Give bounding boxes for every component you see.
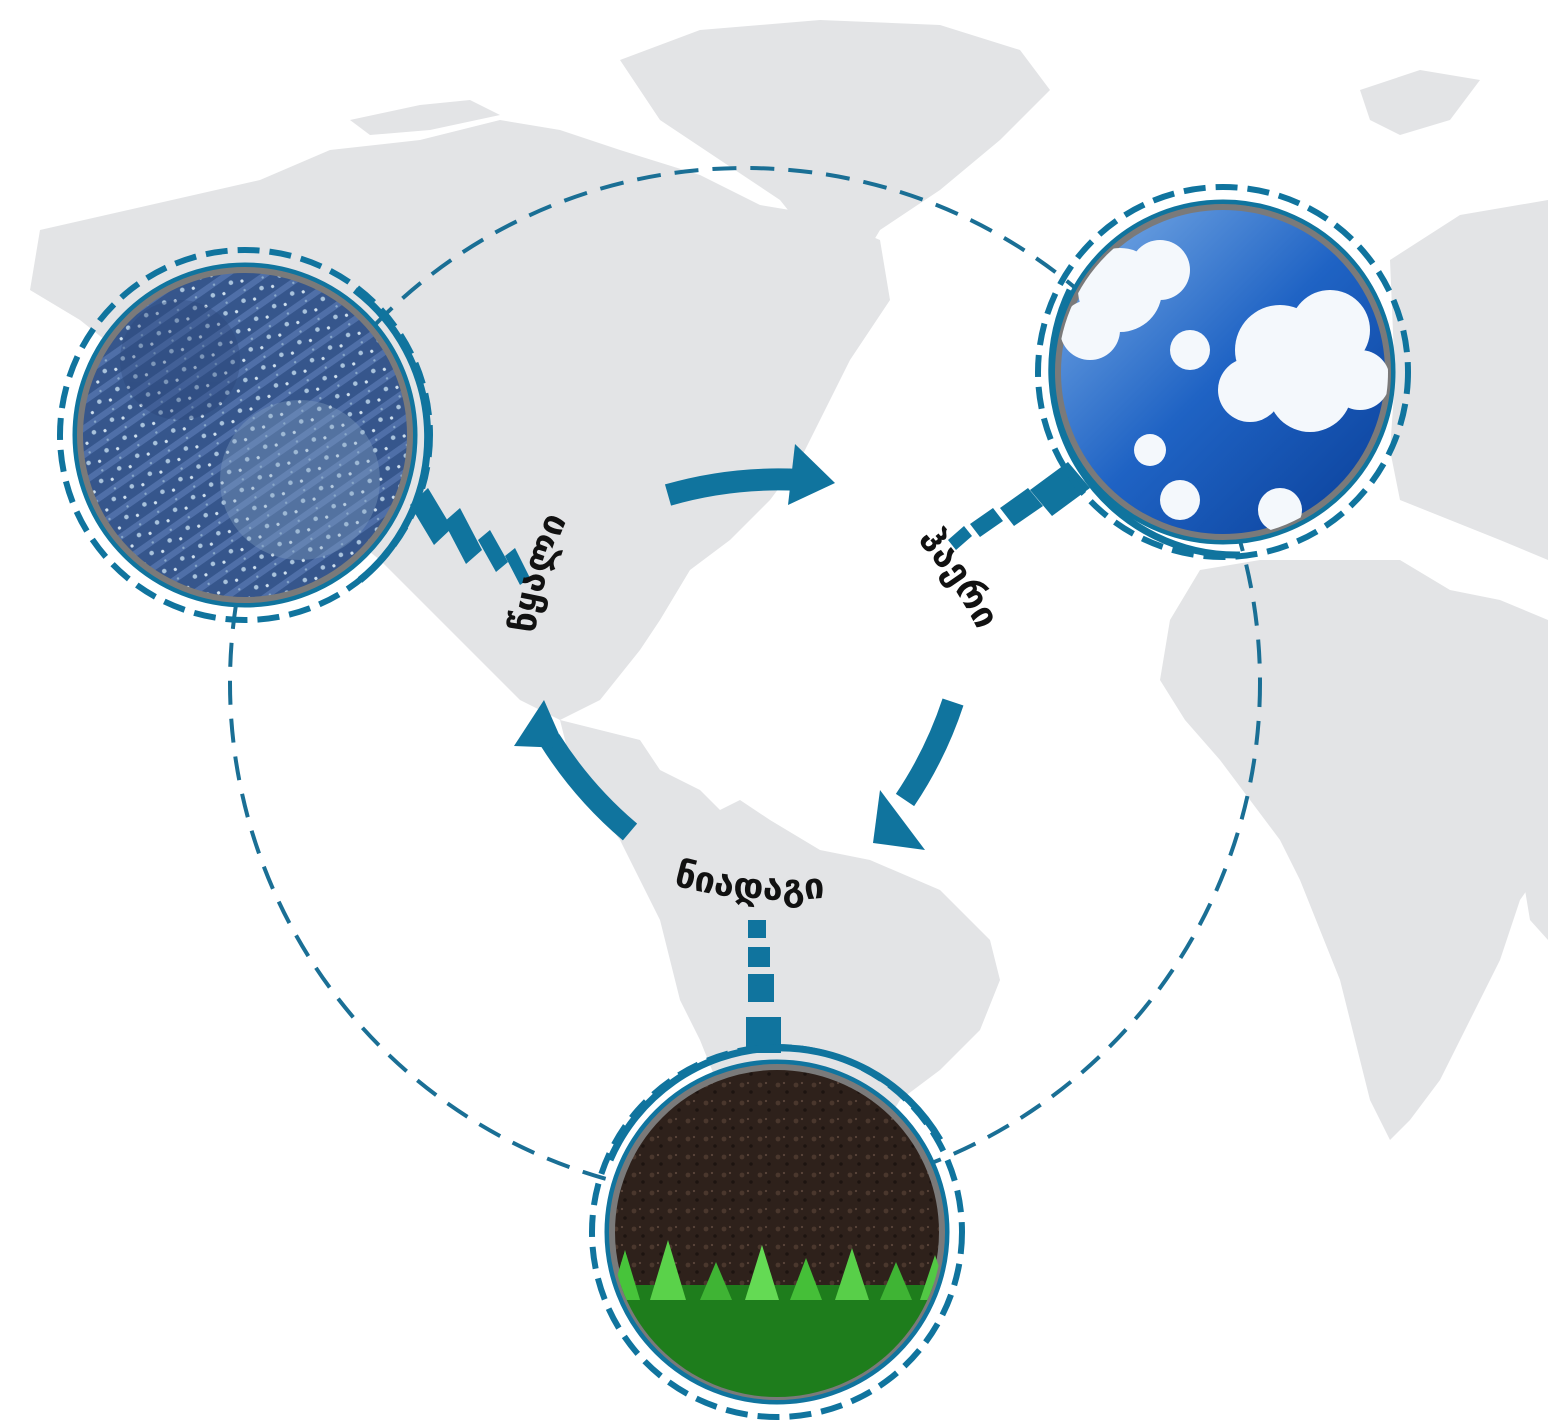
arrowheads (514, 444, 925, 850)
node-water (57, 247, 433, 623)
water-solid-arc (352, 287, 432, 583)
soil-solid-arc (606, 1044, 944, 1162)
water-image (77, 267, 413, 603)
arrow-soil-to-water (540, 734, 638, 841)
arrow-air-to-soil (895, 698, 964, 807)
connector-air (948, 462, 1090, 550)
arrowhead-water (514, 700, 565, 748)
water-texture-highlight (120, 300, 380, 560)
cycle-arrows (540, 468, 964, 841)
arrowhead-air (788, 444, 835, 505)
arrow-water-to-air (664, 468, 801, 506)
node-air (1035, 184, 1411, 560)
cloud-shapes (1060, 240, 1388, 532)
node-soil (589, 1044, 965, 1420)
arrowhead-soil (873, 790, 925, 850)
